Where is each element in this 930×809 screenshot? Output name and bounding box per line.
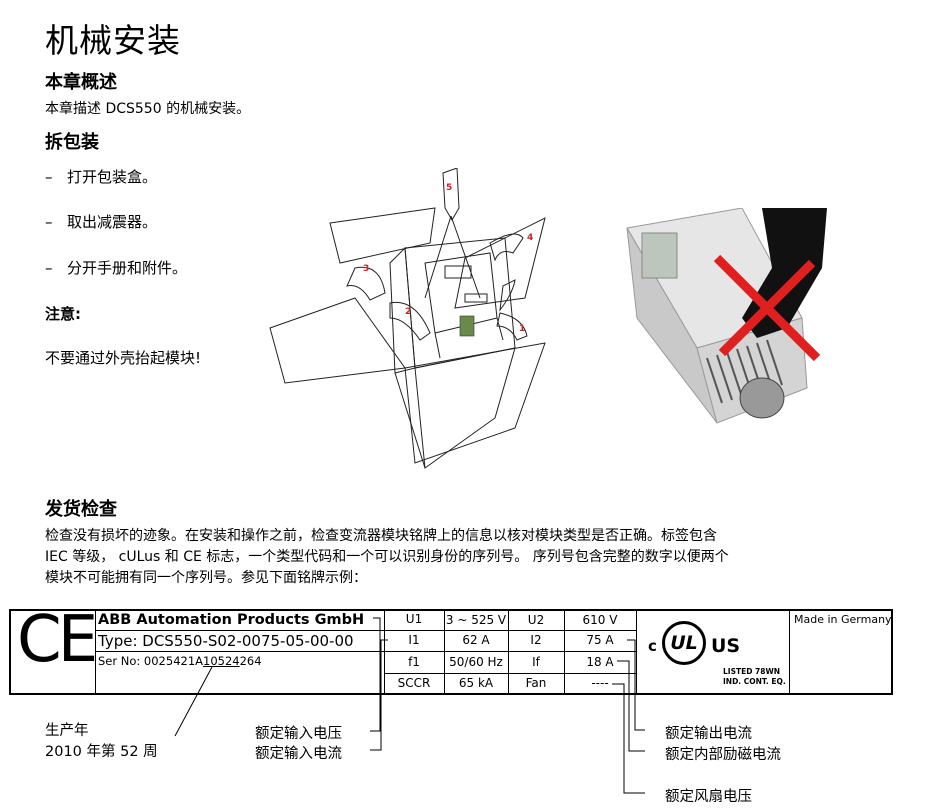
listed-text: LISTED 78WN	[723, 667, 781, 676]
rating-label: U2	[527, 613, 545, 627]
note-text: 不要通过外壳抬起模块!	[45, 349, 202, 367]
step-number: 1	[519, 324, 525, 334]
delivery-heading: 发货检查	[45, 499, 117, 520]
ce-mark: CE	[17, 603, 98, 677]
rating-label: I1	[408, 633, 420, 647]
rating-value: 65 kA	[458, 676, 494, 690]
rating-value: 75 A	[586, 633, 614, 647]
cul-c: c	[648, 637, 657, 655]
rating-label: I2	[530, 633, 542, 647]
delivery-line: IEC 等级， cULus 和 CE 标志，一个类型代码和一个可以识别身份的序列…	[45, 549, 729, 565]
overview-text: 本章描述 DCS550 的机械安装。	[45, 101, 251, 117]
unpacking-illustration: 1 2 3 4 5	[269, 168, 546, 469]
rating-value: 3 ~ 525 V	[445, 613, 507, 627]
rating-value: ----	[591, 676, 609, 690]
page-title: 机械安装	[45, 21, 181, 60]
step-number: 2	[405, 307, 411, 317]
serial-number: Ser No: 0025421A10524264	[98, 654, 262, 668]
rated-output-current: 额定输出电流	[665, 726, 752, 742]
rating-label: SCCR	[397, 676, 431, 690]
rated-field-current: 额定内部励磁电流	[665, 747, 781, 763]
lift-warning-photo	[626, 208, 827, 424]
unpack-step: –取出减震器。	[45, 213, 158, 231]
step-number: 5	[446, 183, 452, 193]
overview-heading: 本章概述	[45, 72, 117, 93]
rated-input-voltage: 额定输入电压	[255, 726, 342, 742]
ul-logo-icon: UL	[662, 621, 706, 665]
delivery-line: 检查没有损坏的迹象。在安装和操作之前，检查变流器模块铭牌上的信息以核对模块类型是…	[45, 528, 717, 544]
unpack-step: –分开手册和附件。	[45, 259, 188, 277]
year-value: 2010 年第 52 周	[45, 744, 158, 760]
rating-value: 18 A	[586, 655, 614, 669]
cul-us: US	[711, 635, 741, 657]
rated-fan-voltage: 额定风扇电压	[665, 789, 752, 805]
rating-value: 610 V	[582, 613, 618, 627]
unpack-heading: 拆包装	[45, 132, 99, 153]
rating-label: f1	[408, 655, 420, 669]
step-number: 3	[363, 264, 369, 274]
note-heading: 注意:	[45, 305, 81, 323]
step-number: 4	[527, 233, 533, 243]
unpack-step: –打开包装盒。	[45, 168, 158, 186]
company-name: ABB Automation Products GmbH	[98, 612, 365, 628]
type-code: Type: DCS550-S02-0075-05-00-00	[98, 632, 354, 650]
nameplate: CE ABB Automation Products GmbH Type: DC…	[9, 603, 893, 695]
rating-value: 50/60 Hz	[449, 655, 503, 669]
equipment-class: IND. CONT. EQ.	[723, 677, 786, 686]
rating-label: If	[532, 655, 540, 669]
made-in: Made in Germany	[794, 613, 892, 626]
year-label: 生产年	[45, 723, 89, 739]
callout-lines	[174, 617, 645, 794]
rating-label: Fan	[525, 676, 547, 690]
rated-input-current: 额定输入电流	[255, 746, 342, 762]
delivery-line: 模块不可能拥有同一个序列号。参见下面铭牌示例：	[45, 570, 367, 586]
rating-value: 62 A	[462, 633, 490, 647]
rating-label: U1	[405, 612, 423, 626]
